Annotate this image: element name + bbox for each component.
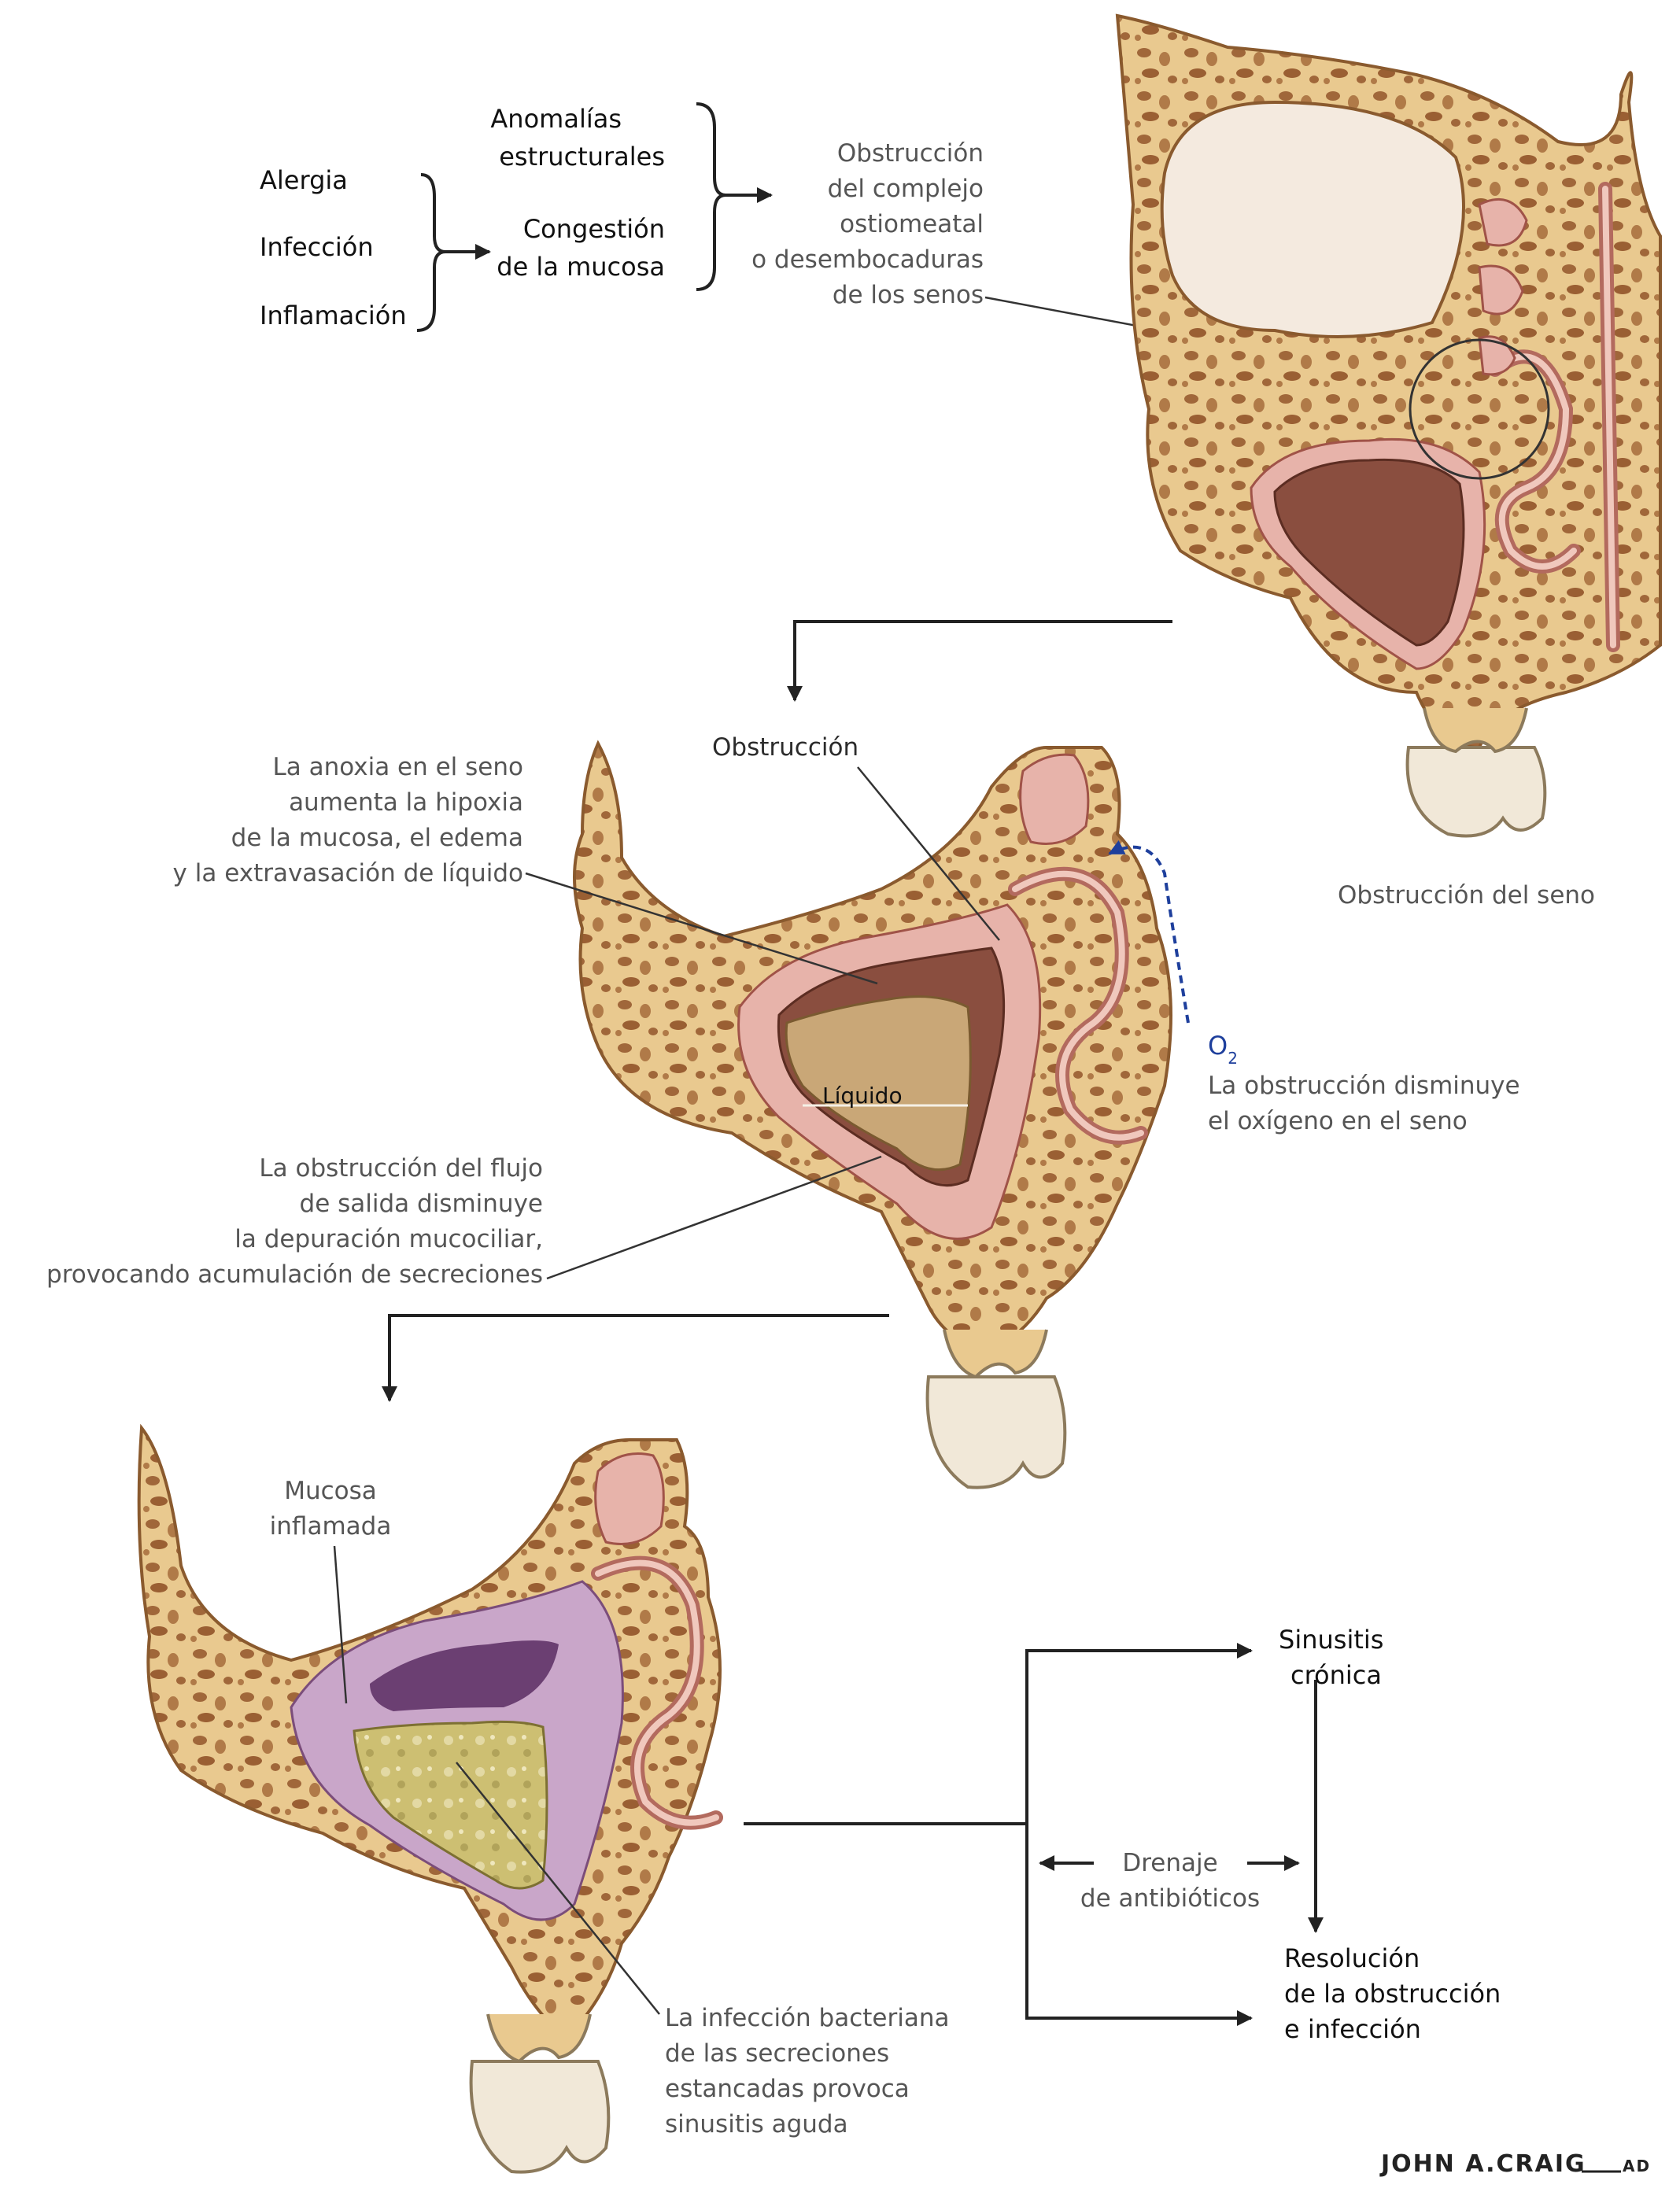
- flujo-line4: provocando acumulación de secreciones: [46, 1260, 543, 1289]
- panel-sinus-obstruction: Obstrucción del seno: [1117, 16, 1660, 910]
- resolucion-line2: de la obstrucción: [1284, 1979, 1501, 2009]
- causes-brace: [417, 175, 445, 330]
- panel3-upper-cell: [596, 1454, 664, 1544]
- arrow-panel2-to-panel3: [390, 1316, 889, 1400]
- anoxia-line2: aumenta la hipoxia: [289, 788, 523, 817]
- panel2-upper-cell: [1021, 755, 1088, 843]
- o2-text-line2: el oxígeno en el seno: [1208, 1107, 1468, 1135]
- resolucion-line3: e infección: [1284, 2014, 1421, 2044]
- congestion-line2: de la mucosa: [497, 252, 665, 282]
- anomalias-line1: Anomalías: [490, 104, 622, 134]
- anomalias-line2: estructurales: [499, 142, 665, 172]
- flujo-line1: La obstrucción del flujo: [259, 1154, 543, 1183]
- infeccion-line4: sinusitis aguda: [665, 2110, 848, 2138]
- infeccion-line2: de las secreciones: [665, 2039, 889, 2068]
- flujo-line2: de salida disminuye: [300, 1190, 543, 1218]
- panel2-obstruccion: Obstrucción: [712, 733, 858, 762]
- anoxia-line3: de la mucosa, el edema: [231, 824, 523, 852]
- obstruccion-line2: del complejo: [828, 175, 984, 203]
- congestion-line1: Congestión: [523, 214, 665, 244]
- obstruccion-line4: o desembocaduras: [751, 245, 984, 274]
- cronica-line2: crónica: [1290, 1660, 1382, 1690]
- cause-infeccion: Infección: [260, 232, 374, 262]
- panel3-tooth-crown: [471, 2061, 609, 2172]
- mucosa-line1: Mucosa: [284, 1477, 377, 1505]
- flujo-line3: la depuración mucociliar,: [234, 1225, 543, 1253]
- panel-acute-sinusitis: Mucosa inflamada La infección bacteriana…: [139, 1428, 950, 2172]
- flujo-leader: [547, 1157, 881, 1279]
- panel2-tooth-crown: [928, 1377, 1065, 1488]
- cause-inflamacion: Inflamación: [260, 301, 407, 330]
- mucosa-line2: inflamada: [270, 1512, 392, 1541]
- panel1-tooth-crown: [1408, 747, 1545, 836]
- infeccion-line1: La infección bacteriana: [665, 2004, 949, 2032]
- panel3-tooth-root: [488, 2014, 590, 2061]
- o2-text-line1: La obstrucción disminuye: [1208, 1072, 1520, 1100]
- panel-anoxia: Obstrucción La anoxia en el seno aumenta…: [46, 733, 1520, 1488]
- drenaje-line1: Drenaje: [1122, 1849, 1217, 1877]
- artist-signature: JOHN A.CRAIG AD: [1379, 2150, 1651, 2178]
- obstruccion-line5: de los senos: [833, 281, 984, 309]
- liquido-label: Líquido: [822, 1083, 903, 1109]
- cause-alergia: Alergia: [260, 165, 348, 195]
- outcome-top-branch: [1027, 1651, 1251, 1824]
- obstruccion-line1: Obstrucción: [837, 139, 984, 168]
- anoxia-line4: y la extravasación de líquido: [173, 859, 523, 887]
- o2-symbol: O2: [1208, 1031, 1238, 1068]
- resolucion-line1: Resolución: [1284, 1943, 1420, 1973]
- panel1-orbit: [1162, 102, 1464, 337]
- infeccion-line3: estancadas provoca: [665, 2075, 910, 2103]
- cronica-line1: Sinusitis: [1279, 1625, 1383, 1655]
- arrow-panel1-to-panel2: [795, 622, 1172, 700]
- signature-suffix: AD: [1623, 2157, 1651, 2175]
- panel2-tooth-root: [944, 1330, 1047, 1377]
- signature-text: JOHN A.CRAIG: [1379, 2150, 1586, 2178]
- drenaje-line2: de antibióticos: [1080, 1884, 1260, 1913]
- structural-brace: [696, 104, 726, 290]
- obstruccion-line3: ostiomeatal: [840, 210, 984, 238]
- panel1-caption: Obstrucción del seno: [1338, 881, 1595, 910]
- outcome-flow: Sinusitis crónica Drenaje de antibiótico…: [744, 1625, 1501, 2044]
- anoxia-line1: La anoxia en el seno: [272, 753, 523, 781]
